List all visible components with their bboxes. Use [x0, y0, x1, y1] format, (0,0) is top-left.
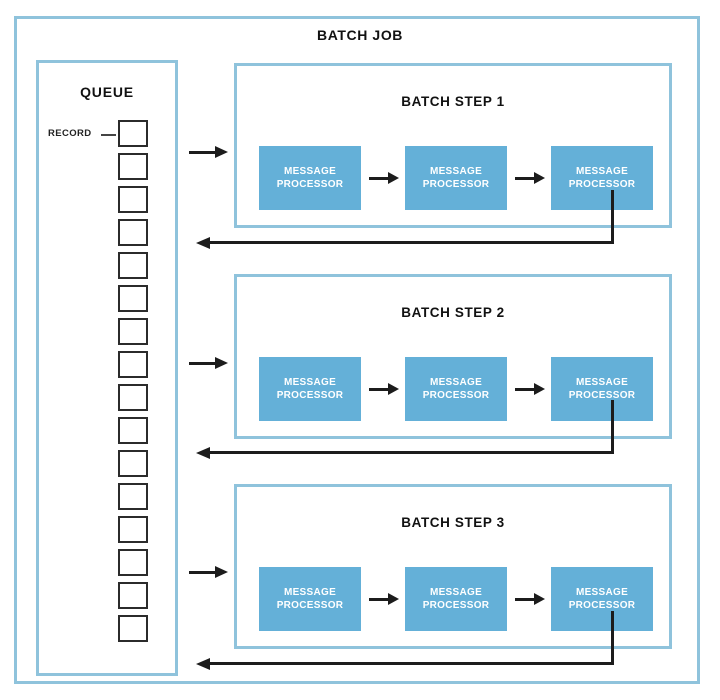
- message-processor: MESSAGE PROCESSOR: [551, 146, 653, 210]
- arrow-left-icon: [196, 400, 614, 459]
- return-path-arrowhead: [196, 658, 210, 670]
- processor-line-2: PROCESSOR: [276, 390, 344, 401]
- processor-line-1: MESSAGE: [283, 586, 337, 598]
- processor-line-2: PROCESSOR: [568, 390, 636, 401]
- batch-step-3-frame: BATCH STEP 3 MESSAGE PROCESSOR MESSAGE P…: [234, 484, 672, 649]
- arrow-right-icon: [361, 172, 405, 184]
- processor-line-2: PROCESSOR: [422, 600, 490, 611]
- record-box: [118, 285, 148, 312]
- record-box: [118, 351, 148, 378]
- return-path-arrowhead: [196, 447, 210, 459]
- arrow-right-icon: [189, 357, 231, 370]
- processor-line-2: PROCESSOR: [422, 390, 490, 401]
- processor-line-1: MESSAGE: [575, 376, 629, 388]
- batch-step-3-title: BATCH STEP 3: [401, 515, 505, 530]
- processor-line-2: PROCESSOR: [276, 179, 344, 190]
- message-processor: MESSAGE PROCESSOR: [551, 357, 653, 421]
- record-label: RECORD: [48, 128, 92, 139]
- processor-line-2: PROCESSOR: [568, 600, 636, 611]
- batch-step-3-processor-row: MESSAGE PROCESSOR MESSAGE PROCESSOR MESS…: [259, 567, 653, 631]
- return-path-vertical-segment: [611, 611, 614, 665]
- record-box: [118, 219, 148, 246]
- processor-line-1: MESSAGE: [429, 586, 483, 598]
- arrow-right-icon: [361, 383, 405, 395]
- arrow-right-icon: [189, 146, 231, 159]
- record-box: [118, 516, 148, 543]
- message-processor: MESSAGE PROCESSOR: [551, 567, 653, 631]
- record-box: [118, 582, 148, 609]
- batch-step-1-processor-row: MESSAGE PROCESSOR MESSAGE PROCESSOR MESS…: [259, 146, 653, 210]
- arrow-right-icon: [507, 172, 551, 184]
- record-box: [118, 153, 148, 180]
- queue-frame: [36, 60, 178, 676]
- record-box: [118, 120, 148, 147]
- batch-step-2-title: BATCH STEP 2: [401, 305, 505, 320]
- record-box: [118, 252, 148, 279]
- batch-step-1-frame: BATCH STEP 1 MESSAGE PROCESSOR MESSAGE P…: [234, 63, 672, 228]
- queue-title: QUEUE: [80, 84, 134, 100]
- record-box: [118, 384, 148, 411]
- record-box: [118, 615, 148, 642]
- arrow-left-icon: [196, 611, 614, 670]
- arrow-right-icon: [507, 383, 551, 395]
- message-processor: MESSAGE PROCESSOR: [405, 357, 507, 421]
- arrow-right-icon: [361, 593, 405, 605]
- processor-line-1: MESSAGE: [429, 376, 483, 388]
- batch-step-1-title: BATCH STEP 1: [401, 94, 505, 109]
- record-box: [118, 549, 148, 576]
- return-path-vertical-segment: [611, 400, 614, 454]
- record-box: [118, 318, 148, 345]
- processor-line-1: MESSAGE: [283, 165, 337, 177]
- arrow-left-icon: [196, 190, 614, 249]
- batch-job-title: BATCH JOB: [316, 27, 404, 43]
- processor-line-1: MESSAGE: [429, 165, 483, 177]
- processor-line-2: PROCESSOR: [422, 179, 490, 190]
- processor-line-1: MESSAGE: [575, 165, 629, 177]
- processor-line-1: MESSAGE: [283, 376, 337, 388]
- processor-line-2: PROCESSOR: [568, 179, 636, 190]
- return-path-horizontal-segment: [208, 662, 614, 665]
- record-box: [118, 483, 148, 510]
- record-queue-column: [118, 120, 148, 642]
- message-processor: MESSAGE PROCESSOR: [405, 146, 507, 210]
- processor-line-2: PROCESSOR: [276, 600, 344, 611]
- return-path-vertical-segment: [611, 190, 614, 244]
- record-box: [118, 186, 148, 213]
- message-processor: MESSAGE PROCESSOR: [259, 567, 361, 631]
- return-path-horizontal-segment: [208, 451, 614, 454]
- return-path-horizontal-segment: [208, 241, 614, 244]
- arrow-right-icon: [189, 566, 231, 579]
- message-processor: MESSAGE PROCESSOR: [259, 357, 361, 421]
- batch-step-2-frame: BATCH STEP 2 MESSAGE PROCESSOR MESSAGE P…: [234, 274, 672, 439]
- record-box: [118, 450, 148, 477]
- message-processor: MESSAGE PROCESSOR: [259, 146, 361, 210]
- return-path-arrowhead: [196, 237, 210, 249]
- processor-line-1: MESSAGE: [575, 586, 629, 598]
- batch-step-2-processor-row: MESSAGE PROCESSOR MESSAGE PROCESSOR MESS…: [259, 357, 653, 421]
- message-processor: MESSAGE PROCESSOR: [405, 567, 507, 631]
- record-box: [118, 417, 148, 444]
- record-connector-line: [101, 134, 116, 136]
- arrow-right-icon: [507, 593, 551, 605]
